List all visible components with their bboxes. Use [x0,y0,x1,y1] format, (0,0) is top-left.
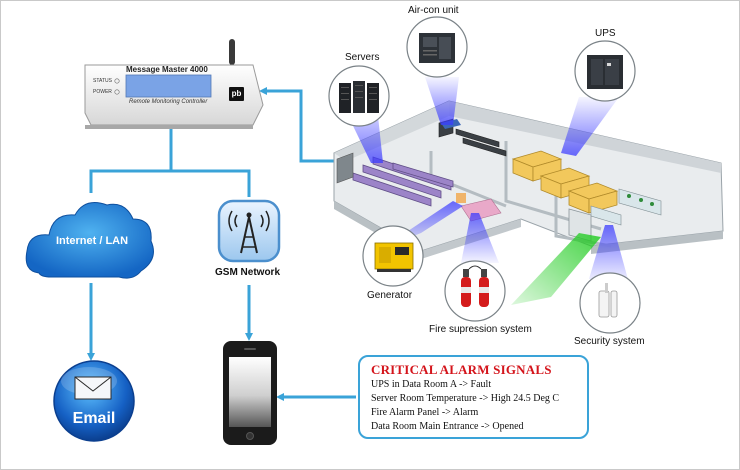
gsm-antenna-icon [217,199,281,263]
aircon-icon [419,33,455,63]
device-subtitle: Remote Monitoring Controller [129,99,208,105]
fire-suppression-label: Fire supression system [429,324,532,335]
device-title: Message Master 4000 [126,65,208,74]
servers-icon [339,81,379,113]
device-status-label: STATUS [93,78,112,84]
email-icon [53,360,135,442]
device-power-label: POWER [93,89,112,95]
generator-icon [374,242,414,272]
pb-logo: pb [229,87,244,101]
message-master-device [84,39,264,129]
security-sensor-icon [598,283,618,318]
ups-label: UPS [595,28,616,39]
cloud-icon [25,202,154,279]
alarm-line: Data Room Main Entrance -> Opened [371,421,524,432]
generator-label: Generator [367,290,413,301]
smartphone-icon [223,341,277,445]
security-system-label: Security system [574,336,645,347]
fire-suppression-icon [461,265,489,307]
connector-lines [87,87,356,401]
aircon-label: Air-con unit [408,5,459,16]
servers-label: Servers [345,52,380,63]
ups-icon [587,55,623,89]
internet-lan-label: Internet / LAN [55,235,129,247]
alarm-line: Fire Alarm Panel -> Alarm [371,407,479,418]
email-label: Email [72,410,116,427]
alarm-line: UPS in Data Room A -> Fault [371,379,492,390]
critical-alarm-panel: CRITICAL ALARM SIGNALS UPS in Data Room … [358,355,589,439]
alarm-title: CRITICAL ALARM SIGNALS [371,362,552,377]
alarm-line: Server Room Temperature -> High 24.5 Deg… [371,393,560,404]
gsm-network-label: GSM Network [215,267,281,278]
